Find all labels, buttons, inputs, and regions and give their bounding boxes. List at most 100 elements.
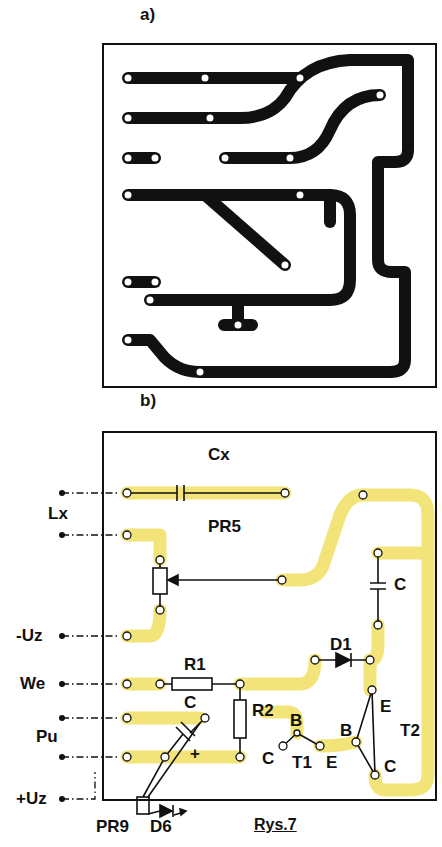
solder-pad <box>311 656 319 664</box>
part-label: Pu <box>36 728 58 746</box>
solder-pad <box>123 632 131 640</box>
solder-pad <box>279 742 287 750</box>
component-symbol <box>137 797 149 814</box>
component-symbol <box>172 678 212 690</box>
part-label: Lx <box>48 505 68 523</box>
trace-shadow <box>127 712 200 725</box>
terminal-dot <box>59 681 65 687</box>
part-label: +Uz <box>16 790 47 808</box>
solder-pad <box>152 279 159 286</box>
part-label: b) <box>140 392 156 410</box>
part-label: We <box>20 675 45 693</box>
terminal-dot <box>59 490 65 802</box>
wire-lead <box>62 772 95 799</box>
solder-pad <box>371 771 379 779</box>
solder-pad <box>125 192 132 199</box>
figure-caption: Rys.7 <box>254 816 297 834</box>
copper-trace <box>128 72 300 84</box>
component-symbol <box>127 485 386 817</box>
component-symbol <box>172 805 174 817</box>
trace-shadow <box>127 535 160 560</box>
solder-pad <box>236 680 244 688</box>
solder-pad <box>125 155 132 162</box>
component-symbol <box>350 653 352 667</box>
solder-pad <box>152 155 159 162</box>
copper-trace <box>224 319 252 331</box>
wire-lead <box>62 493 118 799</box>
solder-pad <box>316 742 324 750</box>
component-symbol <box>168 575 178 585</box>
solder-pad <box>123 753 131 761</box>
solder-pad <box>374 549 382 557</box>
solder-pad <box>207 115 214 122</box>
part-label: E <box>326 754 337 772</box>
terminal-dot <box>59 633 65 639</box>
solder-pad <box>123 714 131 722</box>
part-label: -Uz <box>16 627 42 645</box>
terminal-dot <box>59 796 65 802</box>
component-symbol <box>370 553 386 625</box>
wire-lead <box>62 756 118 757</box>
solder-pad <box>161 753 169 761</box>
solder-pad <box>235 322 242 329</box>
solder-pad <box>222 155 229 162</box>
solder-pad <box>201 714 209 722</box>
copper-trace <box>128 60 408 372</box>
solder-pad <box>123 531 131 539</box>
trace-shadow <box>378 547 428 560</box>
component-symbol <box>239 684 241 757</box>
wire-lead <box>62 635 118 636</box>
component-symbol <box>153 568 167 594</box>
copper-trace <box>128 152 155 164</box>
solder-pad <box>123 489 382 779</box>
part-label: T1 <box>292 754 312 772</box>
component-symbol <box>160 805 172 817</box>
component-symbol <box>127 485 285 501</box>
solder-pad <box>156 680 164 688</box>
wire-lead <box>62 534 118 535</box>
copper-trace <box>128 60 408 372</box>
trace-shadow <box>282 495 363 580</box>
solder-pad <box>236 753 244 761</box>
solder-pad <box>125 337 132 344</box>
trace-shadow <box>127 493 428 790</box>
copper-trace <box>225 95 380 158</box>
component-symbol <box>172 579 282 581</box>
solder-pad <box>297 192 304 199</box>
solder-pad <box>123 680 131 688</box>
part-label: C <box>394 576 406 594</box>
trace-shadow <box>127 678 160 691</box>
part-label: B <box>290 712 302 730</box>
component-symbol <box>143 723 200 814</box>
terminal-dot <box>59 490 65 496</box>
trace-shadow <box>127 751 240 764</box>
part-label: C <box>262 750 274 768</box>
solder-pad <box>156 556 164 564</box>
solder-pad <box>294 730 300 736</box>
part-label: B <box>340 722 352 740</box>
solder-pad <box>287 155 294 162</box>
solder-pad <box>125 115 132 122</box>
wire-lead <box>62 683 118 684</box>
solder-pad <box>156 606 164 614</box>
component-symbol <box>180 809 186 815</box>
wire-lead <box>62 492 118 493</box>
solder-pad <box>368 686 376 694</box>
solder-pad <box>282 262 289 269</box>
solder-pad <box>123 489 131 497</box>
component-symbol <box>234 700 246 738</box>
solder-pad <box>202 75 209 82</box>
copper-trace <box>128 195 350 300</box>
solder-pad <box>125 75 384 376</box>
solder-pad <box>125 279 132 286</box>
trace-shadow <box>363 495 428 790</box>
copper-trace <box>324 195 336 222</box>
part-label: R2 <box>252 702 274 720</box>
solder-pad <box>197 369 204 376</box>
part-label: C <box>384 758 396 776</box>
part-label: D1 <box>330 636 352 654</box>
solder-pad <box>147 297 154 304</box>
solder-pad <box>366 656 374 664</box>
